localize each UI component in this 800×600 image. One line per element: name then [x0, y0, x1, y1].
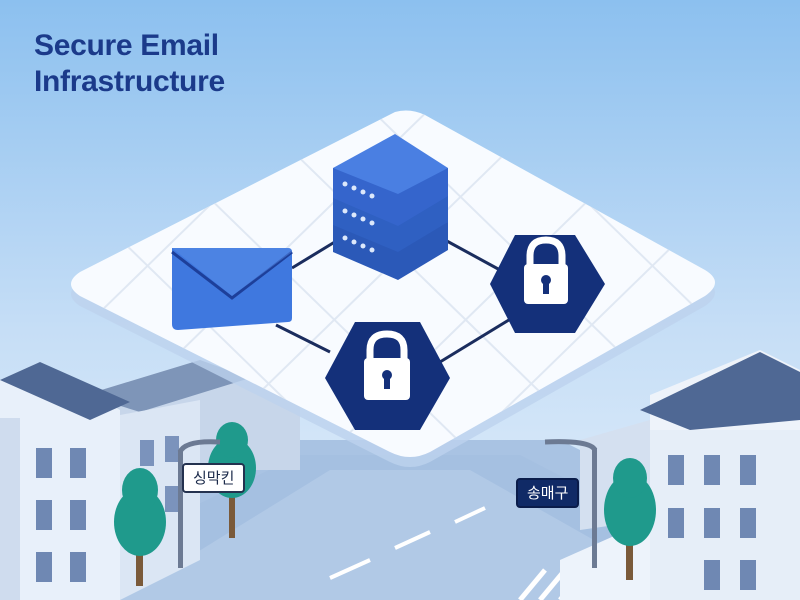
envelope-icon — [171, 248, 293, 330]
padlock-icon-bottom — [325, 322, 450, 430]
server-stack-icon — [333, 134, 448, 280]
tree-left-front — [114, 468, 166, 586]
street-sign-left: 싱막킨 — [182, 463, 246, 493]
page-title-line-1: Secure Email — [34, 29, 219, 62]
padlock-icon-right — [490, 235, 605, 333]
sign-pole-right — [544, 439, 598, 568]
street-sign-right: 송매구 — [516, 478, 580, 508]
sign-pole-left — [177, 439, 221, 568]
tree-right — [604, 458, 656, 580]
page-title-line-2: Infrastructure — [34, 65, 225, 98]
connection-lines — [275, 238, 513, 364]
title-block: Secure Email Infrastructure — [34, 28, 225, 100]
network-platform — [71, 110, 715, 467]
